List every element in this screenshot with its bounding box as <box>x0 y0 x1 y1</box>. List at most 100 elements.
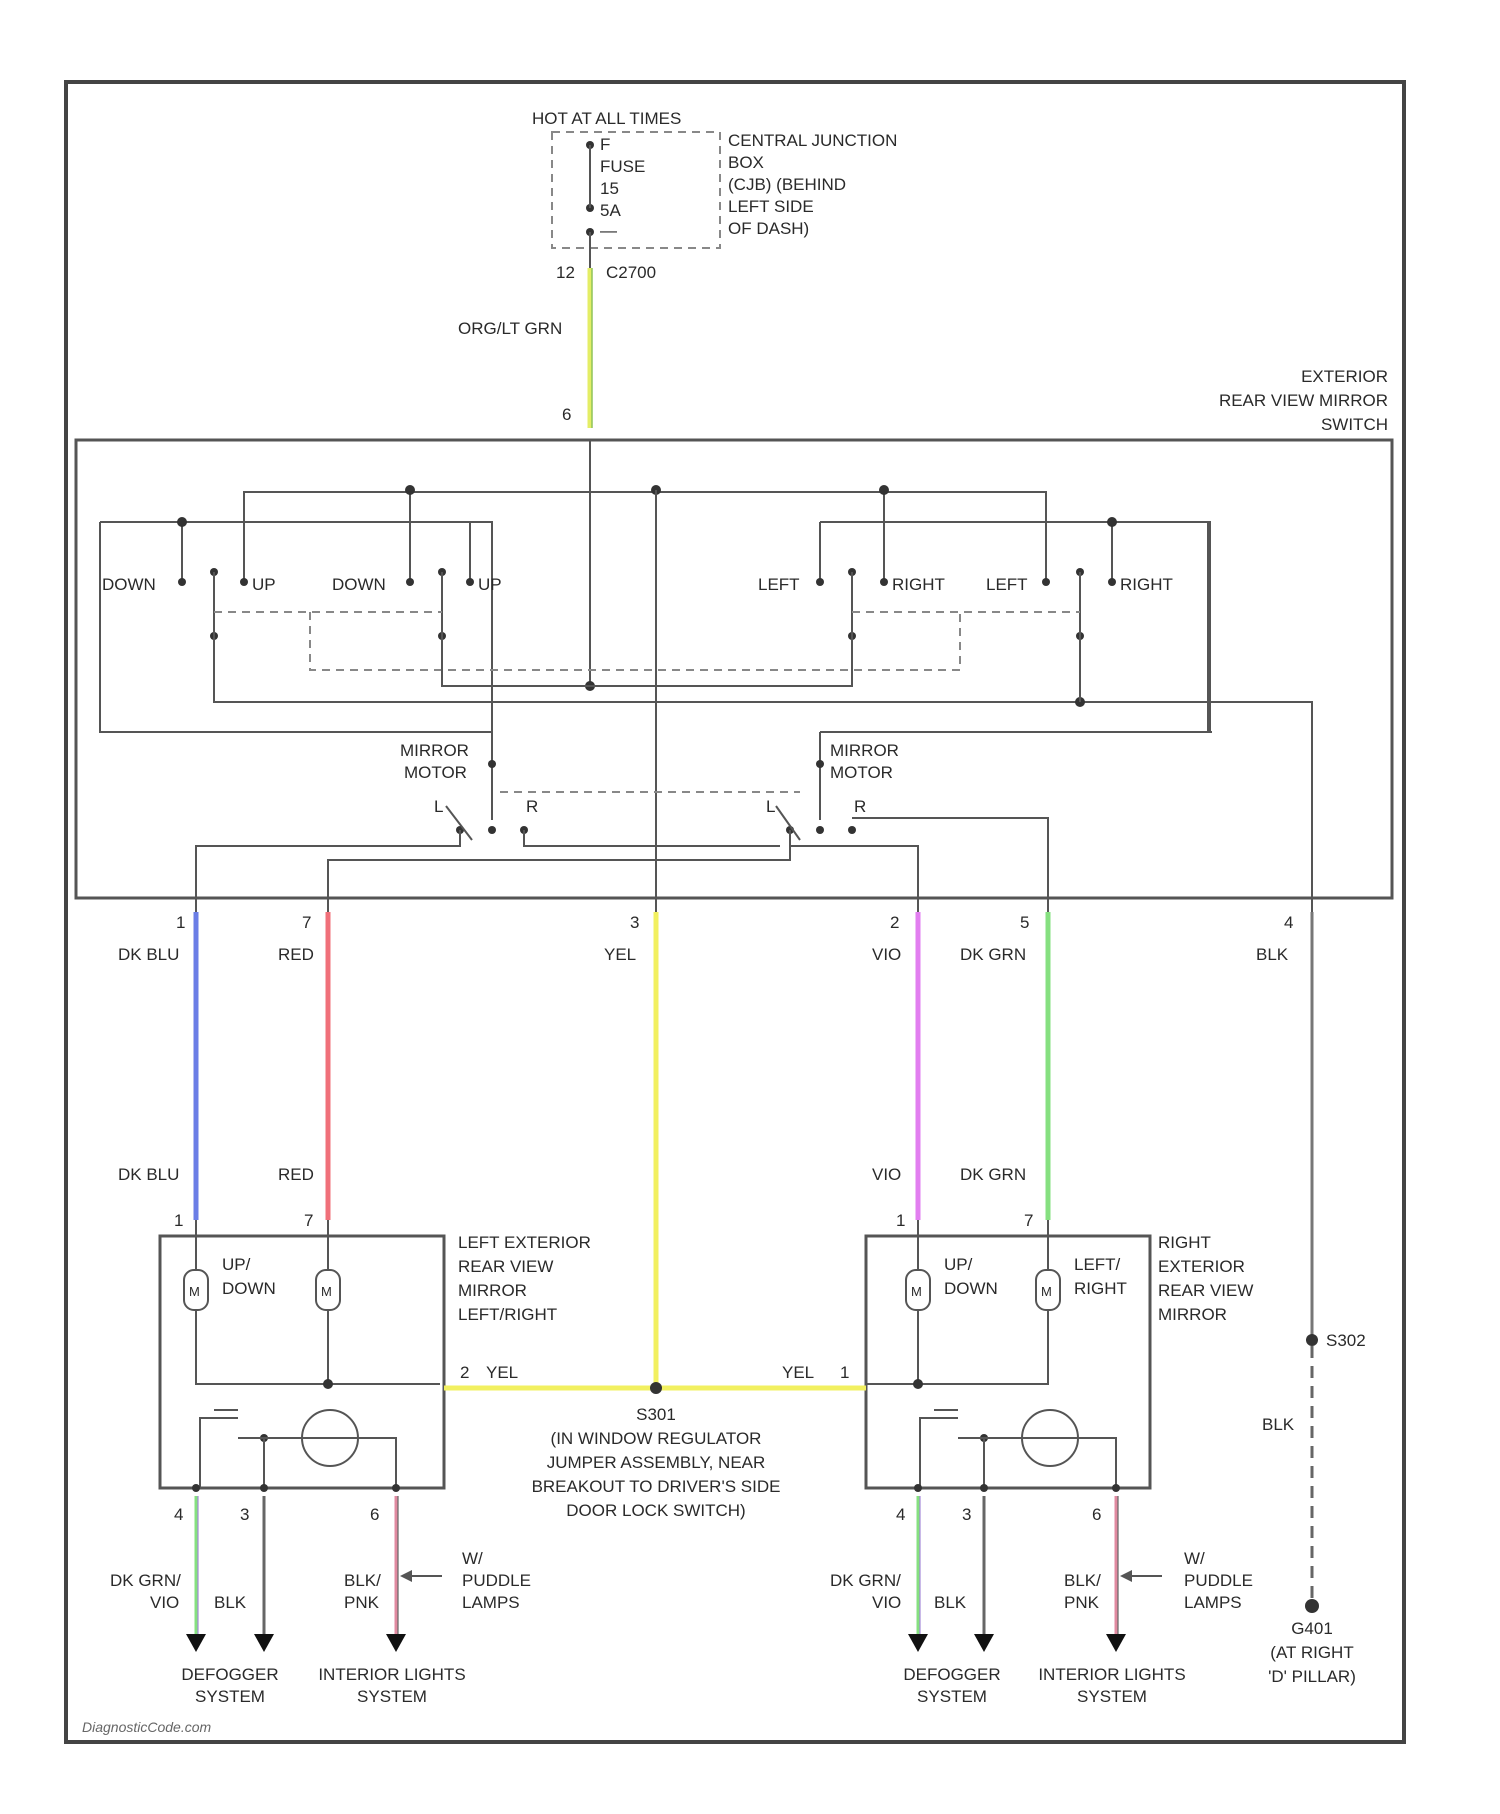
left-yel-label: YEL <box>486 1363 518 1382</box>
cjb-name-5: OF DASH) <box>728 219 809 238</box>
right-vio-label: VIO <box>872 1593 901 1612</box>
left-defogger-2: SYSTEM <box>195 1687 265 1706</box>
fuse-line-2: FUSE <box>600 157 645 176</box>
selector-motor-2a: MIRROR <box>830 741 899 760</box>
fuse-line-5: — <box>600 221 617 240</box>
right-bottom-pin-2: 3 <box>962 1505 971 1524</box>
cjb-name-1: CENTRAL JUNCTION <box>728 131 897 150</box>
selector-motor-1a: MIRROR <box>400 741 469 760</box>
selector-motor-2b: MOTOR <box>830 763 893 782</box>
left-mirror-assembly: 1 7 M M UP/ DOWN LEFT EXTERIOR REAR VIEW… <box>160 1211 591 1524</box>
wire-pin-2: 2 <box>890 913 899 932</box>
right-mirror-name-2: EXTERIOR <box>1158 1257 1245 1276</box>
fuse-line-4: 5A <box>600 201 621 220</box>
right-blk-pnk-1: BLK/ <box>1064 1571 1101 1590</box>
contact-down-1: DOWN <box>102 575 156 594</box>
left-mirror-name-4: LEFT/RIGHT <box>458 1305 557 1324</box>
hot-at-all-times-label: HOT AT ALL TIMES <box>532 109 681 128</box>
splice-desc-1: (IN WINDOW REGULATOR <box>551 1429 762 1448</box>
left-mirror-name-3: MIRROR <box>458 1281 527 1300</box>
left-vio-label: VIO <box>150 1593 179 1612</box>
right-puddle-3: LAMPS <box>1184 1593 1242 1612</box>
splice-desc-2: JUMPER ASSEMBLY, NEAR <box>547 1453 766 1472</box>
cjb-connector: C2700 <box>606 263 656 282</box>
left-mirror-pin-a: 1 <box>174 1211 183 1230</box>
wire-runs <box>196 898 1312 1384</box>
svg-text:M: M <box>321 1284 332 1299</box>
watermark: DiagnosticCode.com <box>82 1719 212 1735</box>
right-mirror-pin-b: 7 <box>1024 1211 1033 1230</box>
switch-name-3: SWITCH <box>1321 415 1388 434</box>
ground-splice: S302 <box>1326 1331 1366 1350</box>
contact-up-2: UP <box>478 575 502 594</box>
fuse-line-3: 15 <box>600 179 619 198</box>
right-motor-a-2: DOWN <box>944 1279 998 1298</box>
wire-bottom-dkblu: DK BLU <box>118 1165 179 1184</box>
wire-pin-7: 7 <box>302 913 311 932</box>
left-puddle-3: LAMPS <box>462 1593 520 1612</box>
right-mirror-name-3: REAR VIEW <box>1158 1281 1253 1300</box>
right-blk-label: BLK <box>934 1593 967 1612</box>
wire-color-yel: YEL <box>604 945 636 964</box>
wire-pin-3: 3 <box>630 913 639 932</box>
selector-motor-1b: MOTOR <box>404 763 467 782</box>
cjb-pin: 12 <box>556 263 575 282</box>
left-blk-pnk-1: BLK/ <box>344 1571 381 1590</box>
left-defogger-1: DEFOGGER <box>181 1665 278 1684</box>
left-blk-pnk-2: PNK <box>344 1593 380 1612</box>
cjb-name-3: (CJB) (BEHIND <box>728 175 846 194</box>
wire-color-red: RED <box>278 945 314 964</box>
bottom-wires-left: DK GRN/ VIO BLK BLK/ PNK W/ PUDDLE LAMPS… <box>110 1496 531 1706</box>
right-puddle-2: PUDDLE <box>1184 1571 1253 1590</box>
contact-left-1: LEFT <box>758 575 800 594</box>
left-mirror-pin-b: 7 <box>304 1211 313 1230</box>
left-puddle-1: W/ <box>462 1549 483 1568</box>
selector-right-label-2: R <box>854 797 866 816</box>
contact-up-1: UP <box>252 575 276 594</box>
right-interior-2: SYSTEM <box>1077 1687 1147 1706</box>
mirror-switch: EXTERIOR REAR VIEW MIRROR SWITCH 6 <box>76 367 1392 898</box>
wire-color-vio: VIO <box>872 945 901 964</box>
right-mirror-pin-a: 1 <box>896 1211 905 1230</box>
wire-bottom-vio: VIO <box>872 1165 901 1184</box>
right-mirror-name-4: MIRROR <box>1158 1305 1227 1324</box>
right-bottom-pin-3: 6 <box>1092 1505 1101 1524</box>
contact-right-1: RIGHT <box>892 575 945 594</box>
splice-desc-4: DOOR LOCK SWITCH) <box>566 1501 745 1520</box>
selector-right-label-1: R <box>526 797 538 816</box>
contact-right-2: RIGHT <box>1120 575 1173 594</box>
left-motor-a-1: UP/ <box>222 1255 251 1274</box>
wire-bottom-dkgrn: DK GRN <box>960 1165 1026 1184</box>
right-yel-label: YEL <box>782 1363 814 1382</box>
right-yel-pin: 1 <box>840 1363 849 1382</box>
left-motor-a-2: DOWN <box>222 1279 276 1298</box>
wire-pin-4: 4 <box>1284 913 1293 932</box>
svg-text:M: M <box>911 1284 922 1299</box>
wire-color-dkblu: DK BLU <box>118 945 179 964</box>
right-interior-1: INTERIOR LIGHTS <box>1038 1665 1185 1684</box>
right-defogger-2: SYSTEM <box>917 1687 987 1706</box>
left-dkgrn-label: DK GRN/ <box>110 1571 181 1590</box>
wire-pin-5: 5 <box>1020 913 1029 932</box>
switch-input-pin: 6 <box>562 405 571 424</box>
selector-left-label-1: L <box>434 797 443 816</box>
central-junction-box: HOT AT ALL TIMES F FUSE 15 5A — CENTRAL … <box>532 109 897 282</box>
svg-text:M: M <box>189 1284 200 1299</box>
wire-color-dkgrn: DK GRN <box>960 945 1026 964</box>
bottom-wires-right: DK GRN/ VIO BLK BLK/ PNK W/ PUDDLE LAMPS… <box>830 1496 1253 1706</box>
right-mirror-name-1: RIGHT <box>1158 1233 1211 1252</box>
splice-s301: S301 (IN WINDOW REGULATOR JUMPER ASSEMBL… <box>444 1382 866 1520</box>
cjb-name-4: LEFT SIDE <box>728 197 814 216</box>
switch-name-2: REAR VIEW MIRROR <box>1219 391 1388 410</box>
left-interior-1: INTERIOR LIGHTS <box>318 1665 465 1684</box>
ground-wire-label: BLK <box>1262 1415 1295 1434</box>
right-motor-b-2: RIGHT <box>1074 1279 1127 1298</box>
right-defogger-1: DEFOGGER <box>903 1665 1000 1684</box>
wire-bottom-red: RED <box>278 1165 314 1184</box>
switch-name-1: EXTERIOR <box>1301 367 1388 386</box>
right-mirror-assembly: 1 7 M M UP/ DOWN LEFT/ RIGHT RIGHT EXTER… <box>782 1211 1253 1524</box>
feed-wire-label: ORG/LT GRN <box>458 319 562 338</box>
splice-name: S301 <box>636 1405 676 1424</box>
left-bottom-pin-3: 6 <box>370 1505 379 1524</box>
